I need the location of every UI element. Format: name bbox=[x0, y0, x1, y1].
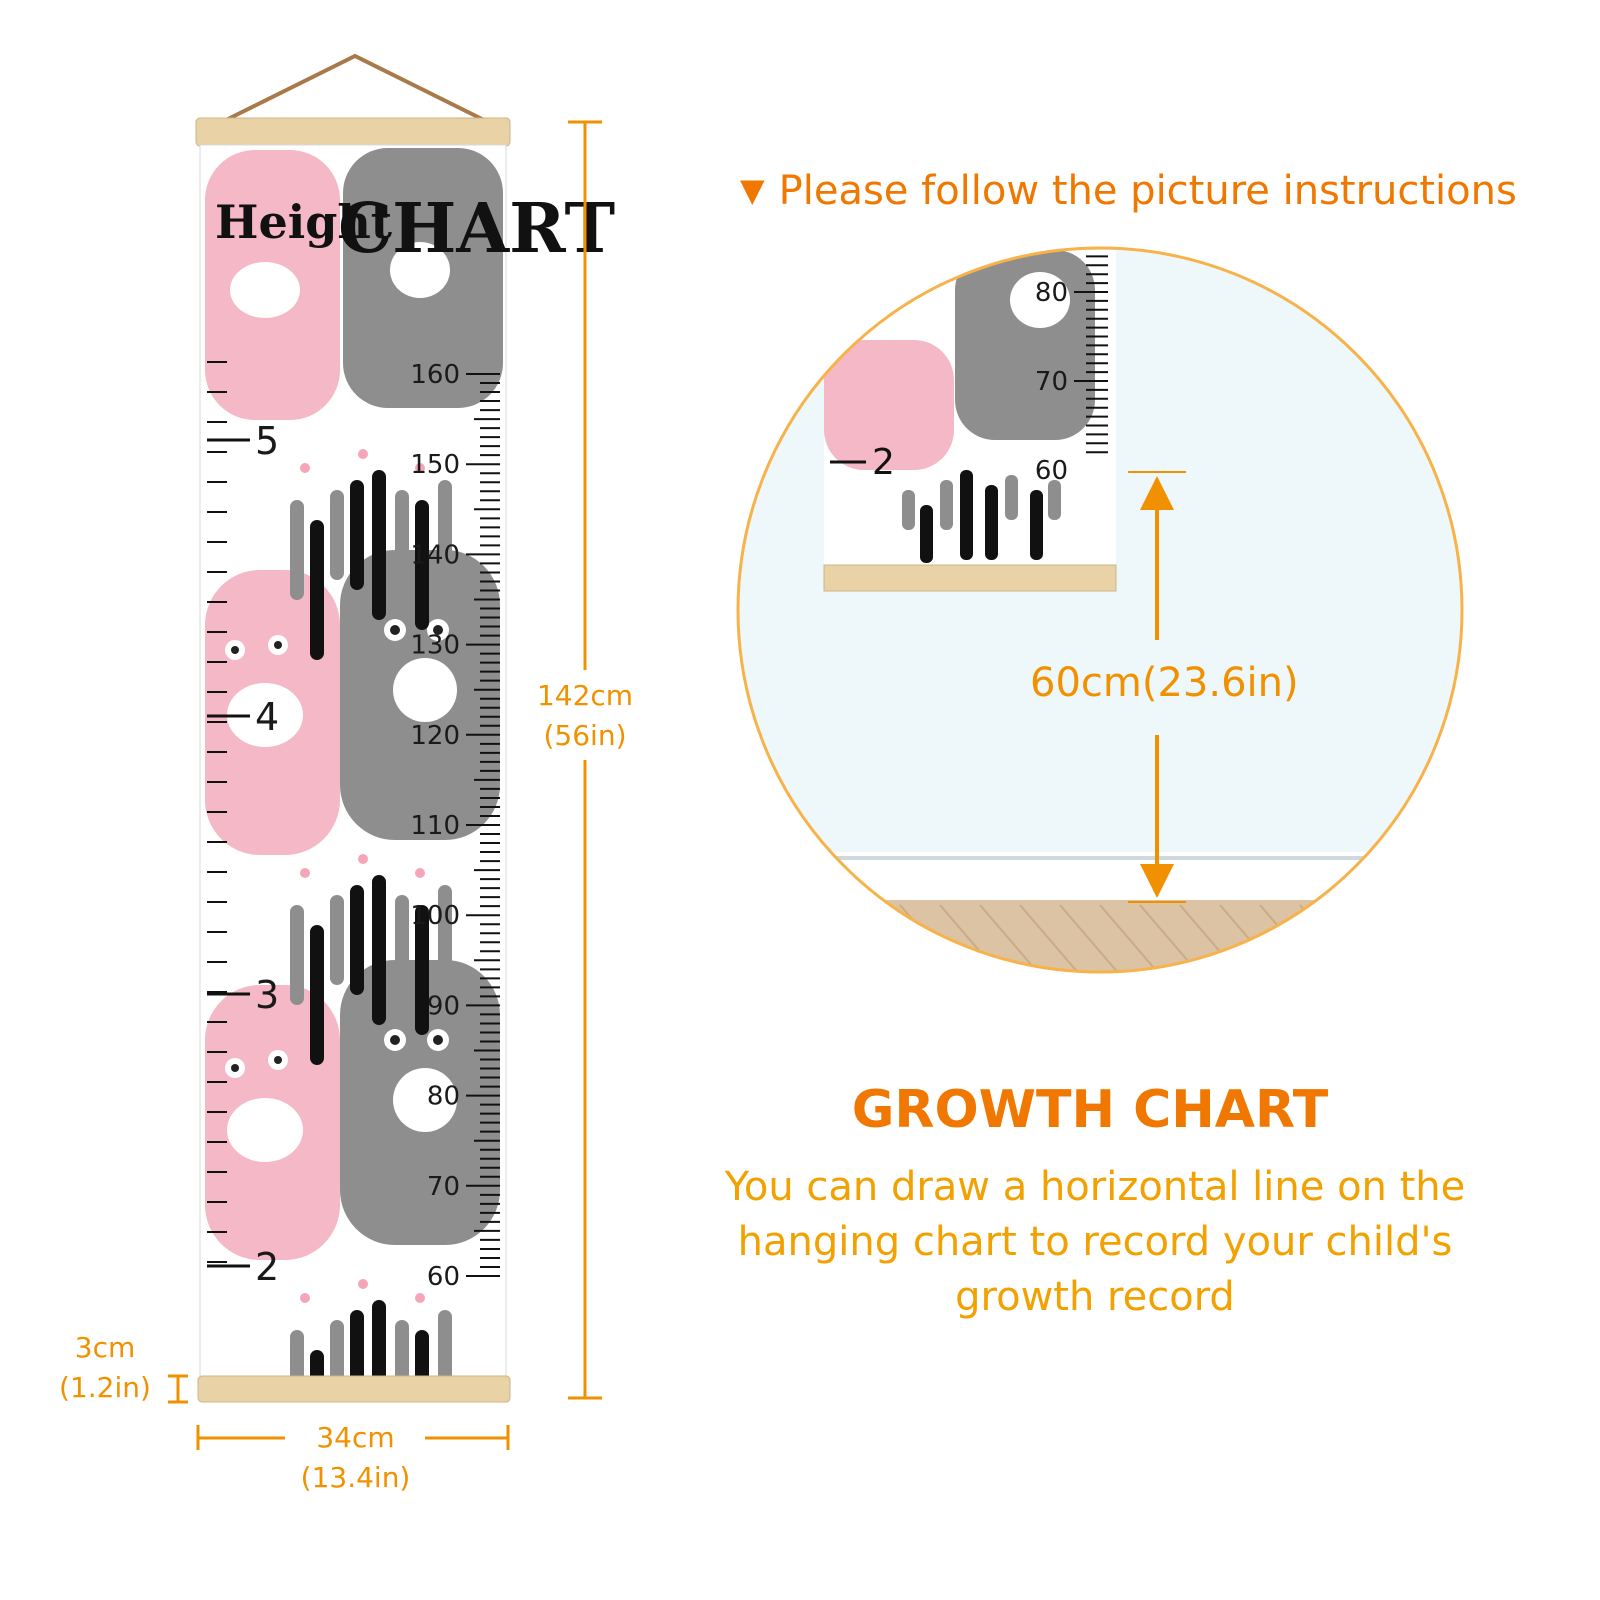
inset-cm-ruler: 80 70 60 bbox=[1035, 255, 1108, 486]
inset-cm-label: 60 bbox=[1035, 456, 1068, 486]
cat-belly bbox=[230, 262, 300, 318]
cat-belly bbox=[393, 658, 457, 722]
hanging-rope bbox=[221, 53, 489, 124]
cm-label: 110 bbox=[410, 811, 460, 841]
rod-cm-text: 3cm bbox=[74, 1331, 136, 1364]
tail-stripes bbox=[290, 449, 452, 1380]
cat-belly bbox=[390, 242, 450, 298]
ft-label: 5 bbox=[255, 419, 279, 463]
bottom-wooden-rod bbox=[197, 1375, 511, 1403]
inset-ft-label: 2 bbox=[872, 442, 895, 483]
cm-label: 160 bbox=[410, 360, 460, 390]
cm-label: 130 bbox=[410, 631, 460, 661]
cat-belly bbox=[227, 1098, 303, 1162]
growth-chart-title: GROWTH CHART bbox=[851, 1080, 1329, 1140]
inset-magnifier: 80 70 60 2 bbox=[736, 246, 1464, 974]
height-dimension-label: 142cm (56in) bbox=[520, 676, 650, 756]
ft-label: 4 bbox=[255, 695, 279, 739]
cm-label: 140 bbox=[410, 540, 460, 570]
chart-title-height: Height bbox=[215, 195, 393, 249]
triangle-down-icon: ▼ bbox=[740, 171, 765, 209]
width-in-text: (13.4in) bbox=[300, 1461, 411, 1494]
distance-arrow bbox=[1128, 471, 1186, 903]
top-wooden-rod bbox=[195, 117, 511, 147]
inset-cm-label: 80 bbox=[1035, 278, 1068, 308]
cm-label: 70 bbox=[427, 1172, 460, 1202]
height-chart-banner: Height CHART 160 150 140 130 120 110 100 90 80 70… bbox=[195, 117, 615, 1403]
cm-label: 60 bbox=[427, 1262, 460, 1292]
feet-ruler: 5 4 3 2 bbox=[207, 361, 279, 1289]
cm-label: 90 bbox=[427, 991, 460, 1021]
cat-belly bbox=[227, 683, 303, 747]
rod-in-text: (1.2in) bbox=[59, 1371, 151, 1404]
ft-label: 3 bbox=[255, 973, 279, 1017]
cm-ruler: 160 150 140 130 120 110 100 90 80 70 60 bbox=[410, 360, 500, 1292]
wooden-floor bbox=[738, 900, 1462, 972]
chart-title-chart: CHART bbox=[338, 189, 615, 269]
width-cm-text: 34cm bbox=[316, 1421, 395, 1454]
cat-belly bbox=[393, 1068, 457, 1132]
cm-label: 100 bbox=[410, 901, 460, 931]
inset-cm-label: 70 bbox=[1035, 367, 1068, 397]
height-in-text: (56in) bbox=[543, 719, 627, 752]
cm-label: 150 bbox=[410, 450, 460, 480]
inset-circle-border bbox=[736, 246, 1464, 974]
height-cm-text: 142cm bbox=[536, 679, 634, 712]
cm-label: 120 bbox=[410, 721, 460, 751]
distance-label: 60cm(23.6in) bbox=[1030, 660, 1299, 706]
instruction-heading: ▼ Please follow the picture instructions bbox=[740, 168, 1517, 214]
instruction-text: Please follow the picture instructions bbox=[778, 168, 1517, 214]
rod-dimension-label: 3cm (1.2in) bbox=[40, 1328, 170, 1408]
width-dimension-label: 34cm (13.4in) bbox=[283, 1418, 428, 1498]
dimension-lines bbox=[168, 120, 602, 1450]
growth-chart-description: You can draw a horizontal line on the ha… bbox=[724, 1164, 1466, 1320]
ft-label: 2 bbox=[255, 1245, 279, 1289]
cm-label: 80 bbox=[427, 1082, 460, 1112]
